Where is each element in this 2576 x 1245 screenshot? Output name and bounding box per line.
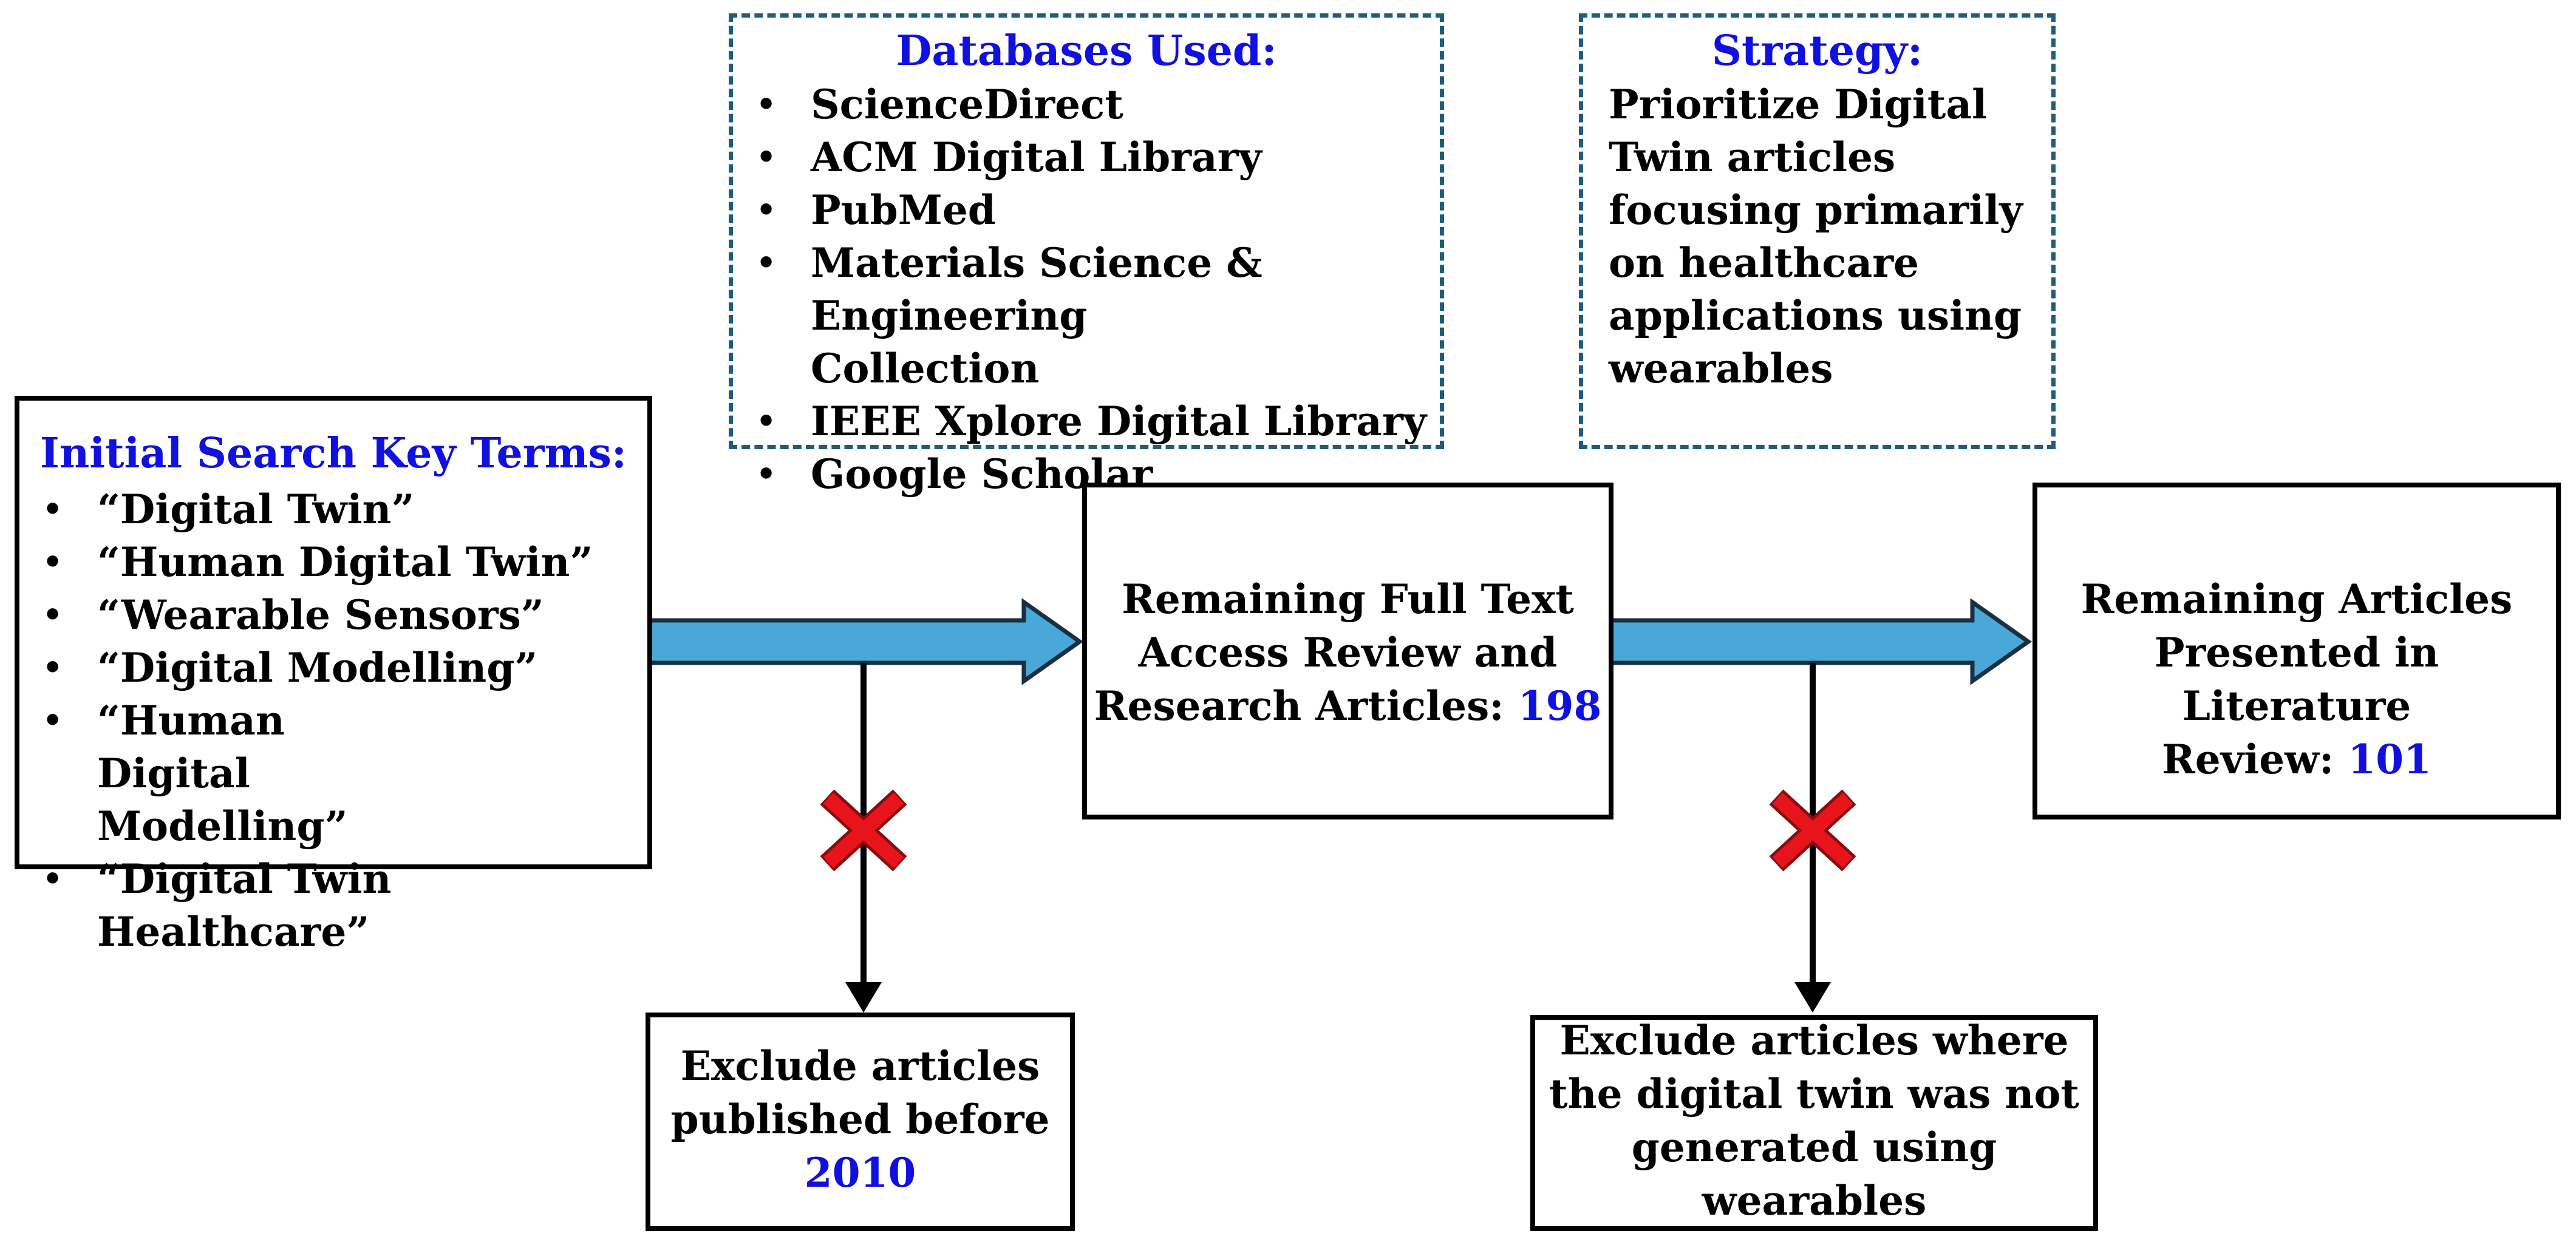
database-item: ACM Digital Library <box>733 131 1431 184</box>
full-text-count: 198 <box>1518 682 1602 730</box>
database-item: IEEE Xplore Digital Library <box>733 395 1431 448</box>
search-terms-box: Initial Search Key Terms: “Digital Twin”… <box>15 396 652 955</box>
search-terms-heading: Initial Search Key Terms: <box>40 429 627 478</box>
database-item: Materials Science & Engineering Collecti… <box>733 237 1309 395</box>
search-term-item: “Digital Twin” <box>19 483 645 536</box>
exclude-date-year: 2010 <box>804 1149 916 1196</box>
cross-icon-1 <box>820 789 907 872</box>
search-term-item: “Digital Twin Healthcare” <box>19 853 645 958</box>
exclude-wearables-box: Exclude articles where the digital twin … <box>1530 1015 2098 1231</box>
exclude-date-box: Exclude articles published before 2010 <box>646 1013 1075 1231</box>
full-text-line: Remaining Full Text <box>1122 575 1574 623</box>
exclude-date-label: Exclude articles published before 2010 <box>650 1039 1070 1199</box>
strategy-heading: Strategy: <box>1711 27 1923 75</box>
databases-list: ScienceDirect ACM Digital Library PubMed… <box>733 78 1431 501</box>
search-terms-list: “Digital Twin” “Human Digital Twin” “Wea… <box>19 483 645 958</box>
database-item: PubMed <box>733 184 1431 237</box>
full-text-prefix: Research Articles: <box>1094 682 1518 730</box>
exclusion-arrowhead-1 <box>845 982 882 1013</box>
cross-icon-2 <box>1769 789 1856 872</box>
search-term-item: “Human Digital Modelling” <box>19 694 449 853</box>
database-item: ScienceDirect <box>733 78 1431 131</box>
strategy-text: Prioritize Digital Twin articles focusin… <box>1609 78 2023 395</box>
search-term-item: “Digital Modelling” <box>19 642 645 694</box>
strategy-line: applications using <box>1609 292 2022 339</box>
strategy-line: Prioritize Digital <box>1609 81 1988 128</box>
full-text-box: Remaining Full Text Access Review and Re… <box>1082 483 1613 819</box>
strategy-line: Twin articles <box>1609 134 1896 181</box>
strategy-line: focusing primarily <box>1609 186 2023 234</box>
strategy-line: wearables <box>1609 345 1833 392</box>
exclude-wearables-line: generated using <box>1631 1124 1997 1171</box>
flow-arrow-2 <box>1607 598 2033 685</box>
strategy-line: on healthcare <box>1609 239 1919 287</box>
databases-box: Databases Used: ScienceDirect ACM Digita… <box>729 13 1444 501</box>
search-term-item: “Wearable Sensors” <box>19 589 645 642</box>
search-term-item: “Human Digital Twin” <box>19 536 645 589</box>
exclude-date-line: published before <box>670 1096 1050 1143</box>
remaining-prefix: Review: <box>2161 736 2348 783</box>
exclusion-arrowhead-2 <box>1794 982 1831 1013</box>
exclude-wearables-line: Exclude articles where <box>1559 1017 2069 1064</box>
flow-arrow-1 <box>647 598 1084 685</box>
exclude-wearables-line: wearables <box>1702 1177 1927 1224</box>
exclude-date-line: Exclude articles <box>680 1042 1040 1090</box>
remaining-line: Presented in Literature <box>2154 629 2439 730</box>
remaining-articles-box: Remaining Articles Presented in Literatu… <box>2033 483 2561 819</box>
remaining-articles-label: Remaining Articles Presented in Literatu… <box>2037 572 2556 786</box>
databases-heading: Databases Used: <box>896 27 1277 75</box>
exclude-wearables-label: Exclude articles where the digital twin … <box>1535 1014 2093 1227</box>
full-text-line-last: Research Articles: 198 <box>1087 679 1609 733</box>
strategy-box: Strategy: Prioritize Digital Twin articl… <box>1579 13 2056 449</box>
remaining-line: Remaining Articles <box>2080 575 2513 623</box>
remaining-count: 101 <box>2348 736 2432 783</box>
remaining-line-last: Review: 101 <box>2037 733 2556 786</box>
full-text-line: Access Review and <box>1138 629 1558 676</box>
full-text-label: Remaining Full Text Access Review and Re… <box>1087 572 1609 733</box>
exclude-wearables-line: the digital twin was not <box>1549 1070 2079 1118</box>
